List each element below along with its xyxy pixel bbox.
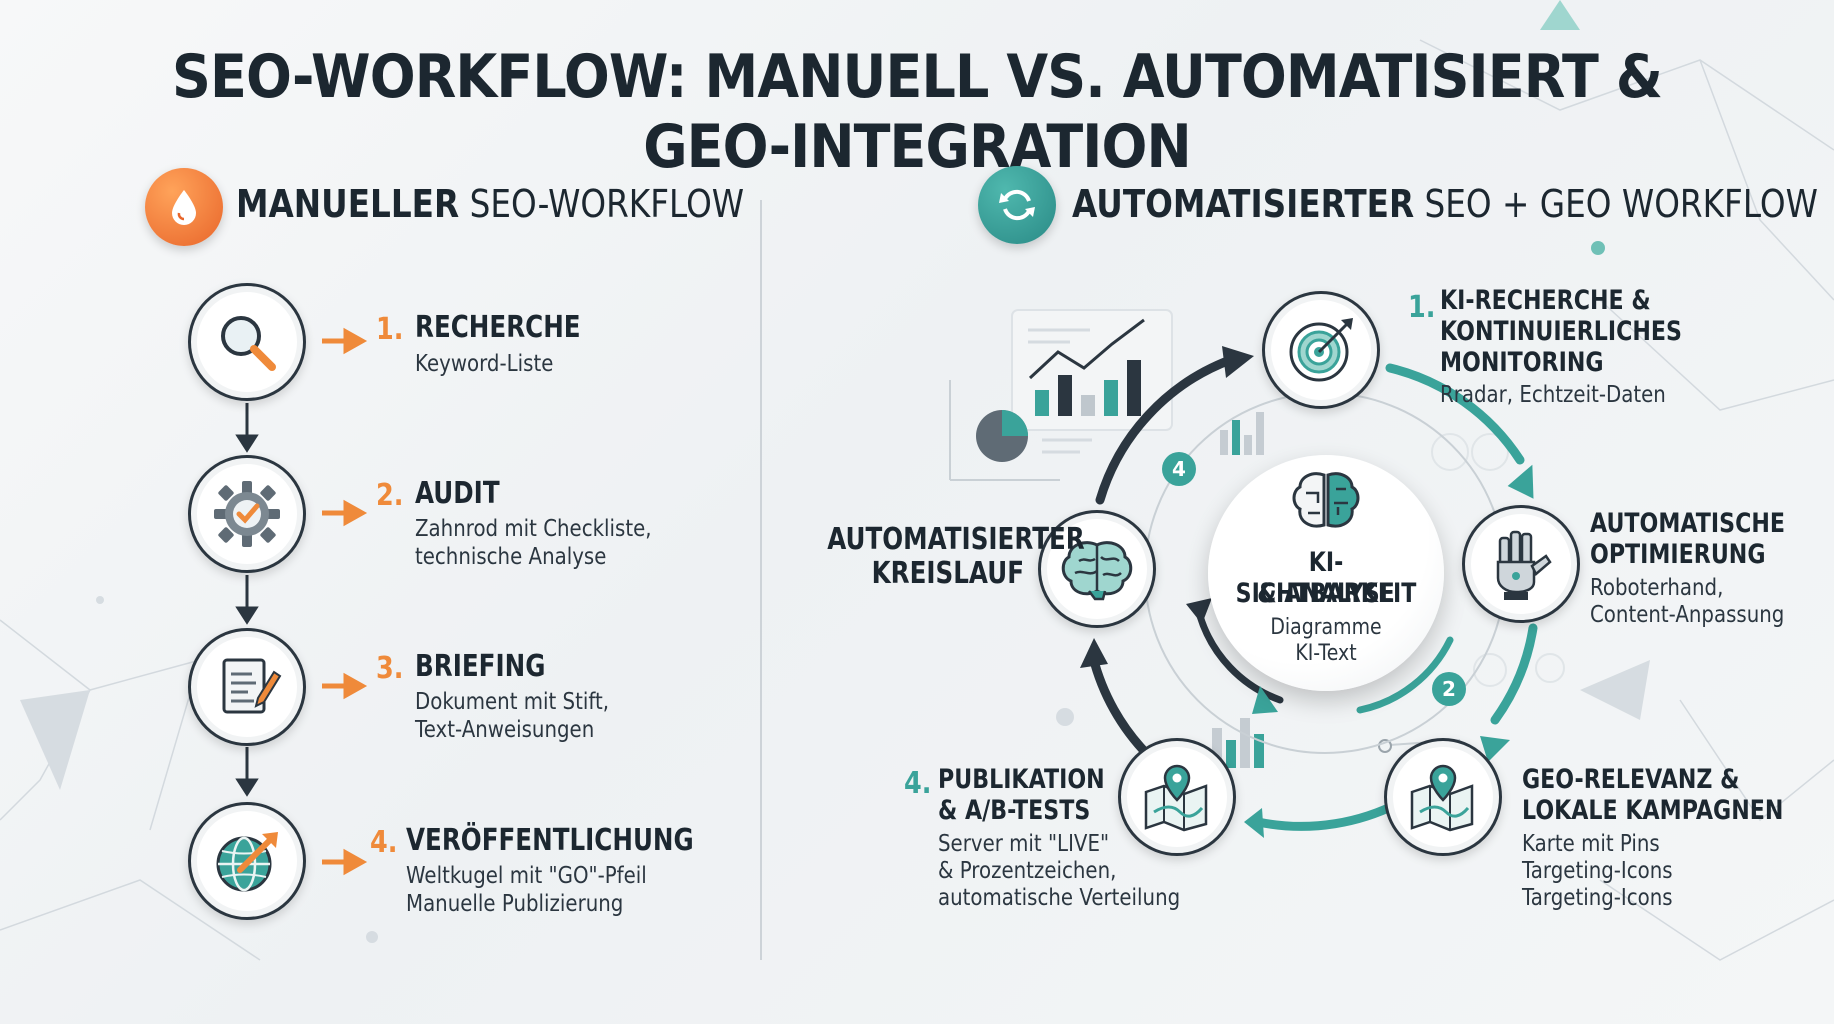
auto-node-3-desc-2: Targeting-Icons (1522, 858, 1673, 884)
auto-node-2-title-1: AUTOMATISCHE (1590, 508, 1785, 539)
auto-node-1-circle (1262, 291, 1380, 409)
manual-step-2-circle (188, 455, 306, 573)
auto-heading-bold: AUTOMATISIERTER (1072, 182, 1415, 226)
auto-heading: AUTOMATISIERTER SEO + GEO WORKFLOW (1072, 182, 1818, 226)
auto-node-4-circle (1118, 738, 1236, 856)
manual-step-1-circle (188, 283, 306, 401)
manual-step-2-title: AUDIT (415, 476, 500, 511)
manual-badge (145, 168, 223, 246)
auto-node-1-title-3: MONITORING (1440, 347, 1604, 378)
robot-hand-icon (1496, 530, 1552, 600)
auto-node-2-desc-2: Content-Anpassung (1590, 602, 1785, 628)
manual-heading-light: SEO-WORKFLOW (469, 182, 745, 226)
auto-node-4-desc-2: & Prozentzeichen, (938, 858, 1117, 884)
brain-icon (1292, 472, 1360, 528)
auto-badge (978, 166, 1056, 244)
auto-node-3-title-1: GEO-RELEVANZ & (1522, 764, 1740, 795)
manual-step-2-desc-2: technische Analyse (415, 544, 607, 570)
auto-cycle-graphics (949, 309, 1565, 838)
auto-node-3-circle (1384, 738, 1502, 856)
manual-step-4-circle (188, 802, 306, 920)
column-divider (760, 200, 762, 960)
manual-step-2-number: 2. (376, 478, 404, 513)
cycle-marker-4: 4 (1162, 452, 1196, 486)
auto-node-2-title-2: OPTIMIERUNG (1590, 539, 1766, 570)
auto-node-3-desc-1: Karte mit Pins (1522, 831, 1660, 857)
loop-node-circle (1038, 510, 1156, 628)
manual-step-3-title: BRIEFING (415, 649, 546, 684)
gear-check-icon (214, 481, 280, 547)
brain-icon (1061, 541, 1133, 601)
auto-node-1-title-1: KI-RECHERCHE & (1440, 285, 1651, 316)
drop-icon (172, 190, 196, 225)
manual-step-3-circle (188, 628, 306, 746)
manual-step-3-desc-1: Dokument mit Stift, (415, 689, 610, 715)
magnifier-icon (221, 316, 276, 371)
auto-node-4-desc-1: Server mit "LIVE" (938, 831, 1110, 857)
map-pin-icon (1144, 764, 1208, 832)
manual-heading-bold: MANUELLER (236, 182, 460, 226)
auto-node-4-number: 4. (904, 766, 932, 801)
loop-label-2: KREISLAUF (871, 556, 1024, 591)
page-title: SEO-WORKFLOW: MANUELL VS. AUTOMATISIERT … (171, 42, 1663, 182)
auto-node-4-title-1: PUBLIKATION (938, 764, 1105, 795)
target-icon (1289, 318, 1353, 382)
auto-node-4-desc-3: automatische Verteilung (938, 885, 1181, 911)
center-node: KI-SICHTBARKEIT & ANALYSE Diagramme KI-T… (1208, 455, 1444, 691)
auto-heading-light: SEO + GEO WORKFLOW (1424, 182, 1818, 226)
manual-step-3-desc-2: Text-Anweisungen (415, 717, 595, 743)
refresh-icon (999, 189, 1035, 221)
auto-node-2-circle (1462, 505, 1580, 623)
manual-step-4-number: 4. (370, 825, 398, 860)
cycle-marker-2: 2 (1432, 672, 1466, 706)
manual-heading: MANUELLER SEO-WORKFLOW (236, 182, 744, 226)
manual-step-4-title: VERÖFFENTLICHUNG (406, 823, 694, 858)
auto-node-2-desc-1: Roboterhand, (1590, 575, 1724, 601)
globe-arrow-icon (216, 832, 278, 892)
manual-connectors (235, 327, 368, 876)
center-desc-1: Diagramme (1270, 615, 1382, 640)
manual-step-1-number: 1. (376, 312, 404, 347)
center-title-1: KI-SICHTBARKEIT (1235, 547, 1417, 610)
auto-node-1-title-2: KONTINUIERLICHES (1440, 316, 1682, 347)
auto-node-1-desc: Rradar, Echtzeit-Daten (1440, 382, 1666, 408)
center-title-2: & ANALYSE (1257, 578, 1395, 609)
auto-node-1-number: 1. (1408, 290, 1436, 325)
dashboard-decoration (949, 309, 1565, 768)
document-pen-icon (222, 658, 282, 714)
manual-step-2-desc-1: Zahnrod mit Checkliste, (415, 516, 652, 542)
auto-node-3-title-2: LOKALE KAMPAGNEN (1522, 795, 1784, 826)
loop-label-1: AUTOMATISIERTER (827, 522, 1085, 557)
auto-node-4-title-2: & A/B-TESTS (938, 795, 1091, 826)
manual-step-1-title: RECHERCHE (415, 310, 581, 345)
manual-step-4-desc-1: Weltkugel mit "GO"-Pfeil (406, 863, 647, 889)
auto-node-3-desc-3: Targeting-Icons (1522, 885, 1673, 911)
manual-step-1-desc: Keyword-Liste (415, 351, 554, 377)
map-pin-icon (1410, 764, 1474, 832)
manual-step-4-desc-2: Manuelle Publizierung (406, 891, 624, 917)
manual-step-3-number: 3. (376, 651, 404, 686)
center-desc-2: KI-Text (1295, 641, 1357, 666)
